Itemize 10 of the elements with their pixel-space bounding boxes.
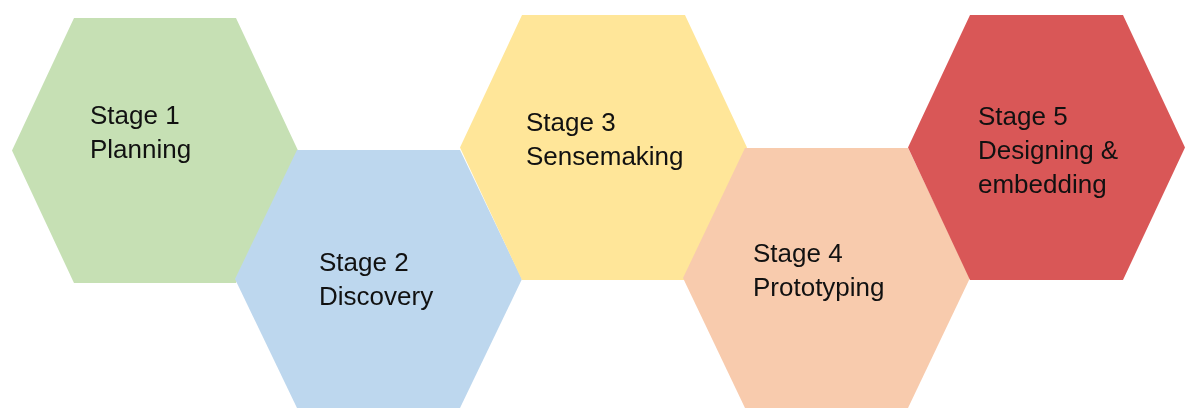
stage-number: Stage 4: [753, 237, 843, 270]
stage-number: Stage 1: [90, 99, 180, 132]
stage-name: Sensemaking: [526, 140, 684, 173]
stage-name: Discovery: [319, 280, 434, 313]
stage-number: Stage 5: [978, 100, 1068, 133]
stage-number: Stage 2: [319, 246, 409, 279]
stage-name: Prototyping: [753, 271, 885, 304]
stage-name: Planning: [90, 133, 192, 166]
stage-name: Designing & embedding: [978, 134, 1120, 201]
stage-number: Stage 3: [526, 106, 616, 139]
